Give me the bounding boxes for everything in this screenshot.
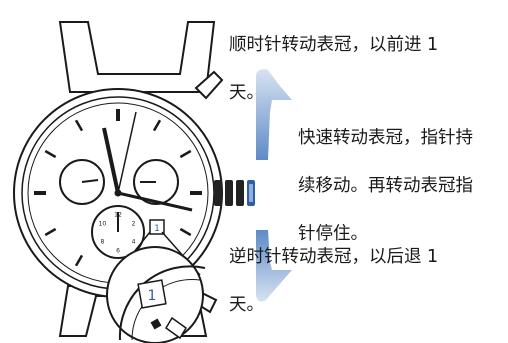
crown-segment-3	[236, 180, 244, 206]
magnified-date-digit: 1	[148, 288, 157, 304]
hour-marker	[179, 227, 192, 237]
hour-marker	[44, 149, 57, 159]
hour-marker	[74, 254, 84, 267]
crown-segment-2	[225, 180, 233, 206]
dial: 12 2 4 6 8 10 1	[27, 102, 209, 284]
instruction-clockwise-line2: 天。	[229, 83, 264, 103]
subdial-numeral: 6	[116, 248, 120, 255]
subdial-numeral: 12	[114, 212, 122, 219]
subdial-numeral: 2	[132, 221, 136, 228]
hour-marker	[152, 119, 162, 132]
instruction-fast-line1: 快速转动表冠，指针持	[298, 128, 473, 148]
minute-hand	[117, 191, 193, 212]
instruction-fast-line2: 续移动。再转动表冠指	[298, 176, 473, 196]
subdial-numeral: 8	[100, 239, 104, 246]
instruction-fast-line3: 针停住。	[298, 224, 368, 244]
magnifier-callout: 1	[106, 231, 206, 343]
crown-highlight	[249, 184, 253, 202]
counter-clockwise-arrow-icon	[256, 230, 292, 302]
hour-hand	[102, 127, 120, 194]
upper-lugs	[58, 21, 216, 93]
instruction-clockwise-line1: 顺时针转动表冠，以前进 1	[229, 35, 439, 55]
instruction-counter-clockwise: 逆时针转动表冠，以后退 1 天。	[229, 221, 438, 341]
clockwise-arrow-icon	[256, 69, 292, 160]
date-window	[149, 219, 165, 235]
instruction-counter-line2: 天。	[229, 295, 264, 315]
rotation-arrows	[256, 69, 292, 302]
magnified-date-window	[137, 279, 167, 309]
crown[interactable]	[214, 180, 255, 206]
subdial-numeral: 4	[132, 239, 136, 246]
instruction-counter-line1: 逆时针转动表冠，以后退 1	[229, 247, 439, 267]
crown-segment-1	[214, 180, 222, 206]
subdial-numerals: 12 2 4 6 8 10	[99, 212, 136, 255]
magnified-marker-dot	[150, 318, 162, 330]
hour-marker	[74, 119, 84, 132]
center-pin	[114, 189, 122, 197]
magnified-marker	[165, 316, 187, 340]
date-window-digit: 1	[154, 224, 160, 234]
left-subdial-hand	[81, 179, 99, 183]
instruction-fast-rotate: 快速转动表冠，指针持 续移动。再转动表冠指 针停住。	[298, 102, 473, 270]
subdial-numeral: 10	[99, 221, 107, 228]
hour-marker	[44, 227, 57, 237]
upper-pusher	[194, 70, 224, 100]
hour-marker	[179, 149, 192, 159]
second-hand	[117, 111, 137, 194]
instruction-clockwise: 顺时针转动表冠，以前进 1 天。	[229, 9, 438, 129]
